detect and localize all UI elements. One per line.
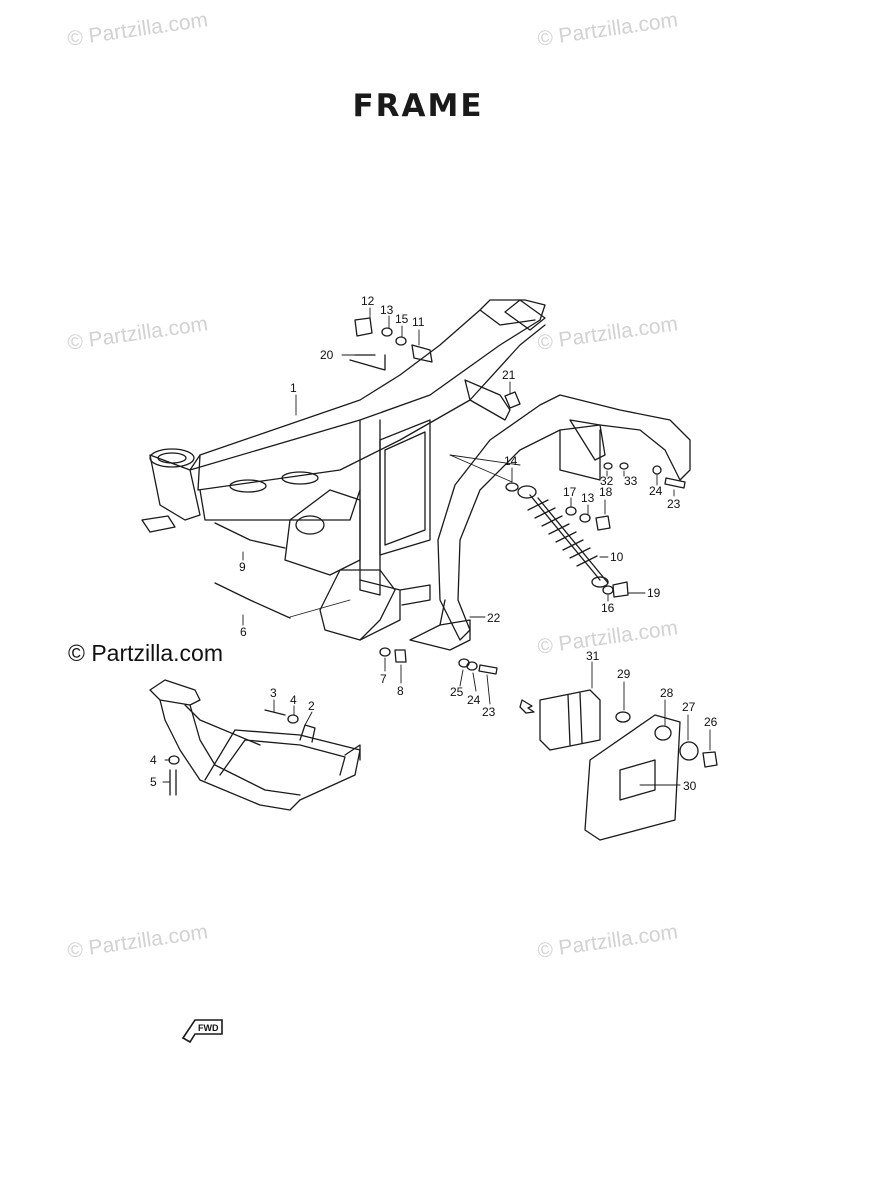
- page-title: FRAME: [352, 88, 484, 124]
- callout: 28: [660, 686, 674, 700]
- callout: 1: [290, 381, 297, 395]
- callout: 26: [704, 715, 718, 729]
- callout: 7: [380, 672, 387, 686]
- side-cover-drawing: [519, 689, 718, 841]
- callout: 27: [682, 700, 696, 714]
- callout: 16: [601, 601, 615, 615]
- callout: 18: [599, 485, 613, 499]
- callout: 9: [239, 560, 246, 574]
- callout: 17: [563, 485, 577, 499]
- callout: 13: [581, 491, 595, 505]
- fwd-label: FWD: [198, 1023, 219, 1033]
- callout: 12: [361, 294, 375, 308]
- fwd-arrow-icon: FWD: [181, 1019, 223, 1044]
- callout: 4: [150, 753, 157, 767]
- callout: 13: [380, 303, 394, 317]
- hardware-drawing: [168, 317, 686, 796]
- callout: 8: [397, 684, 404, 698]
- callout: 23: [667, 497, 681, 511]
- callout-labels: 1 2 3 4 4 5 6 7 8 9 10 11 12 13 13 14 15…: [150, 294, 718, 793]
- step-bracket-drawing: [149, 679, 361, 811]
- callout: 29: [617, 667, 631, 681]
- callout: 3: [270, 686, 277, 700]
- callout: 21: [502, 368, 516, 382]
- callout: 25: [450, 685, 464, 699]
- rear-fender-drawing: [409, 394, 691, 651]
- callout: 22: [487, 611, 501, 625]
- callout: 10: [610, 550, 624, 564]
- callout: 23: [482, 705, 496, 719]
- callout: 6: [240, 625, 247, 639]
- callout: 30: [683, 779, 697, 793]
- callout: 19: [647, 586, 661, 600]
- callout: 20: [320, 348, 334, 362]
- callout: 5: [150, 775, 157, 789]
- callout: 2: [308, 699, 315, 713]
- callout: 11: [412, 315, 425, 329]
- watermark-dark: © Partzilla.com: [68, 640, 223, 666]
- main-frame-drawing: [141, 299, 546, 641]
- callout: 24: [649, 484, 663, 498]
- callout: 4: [290, 693, 297, 707]
- leader-lines: [162, 307, 711, 786]
- callout: 31: [586, 649, 600, 663]
- callout: 32: [600, 474, 614, 488]
- callout: 14: [504, 454, 518, 468]
- shock-absorber-drawing: [517, 485, 609, 588]
- callout: 24: [467, 693, 481, 707]
- callout: 15: [395, 312, 409, 326]
- callout: 33: [624, 474, 638, 488]
